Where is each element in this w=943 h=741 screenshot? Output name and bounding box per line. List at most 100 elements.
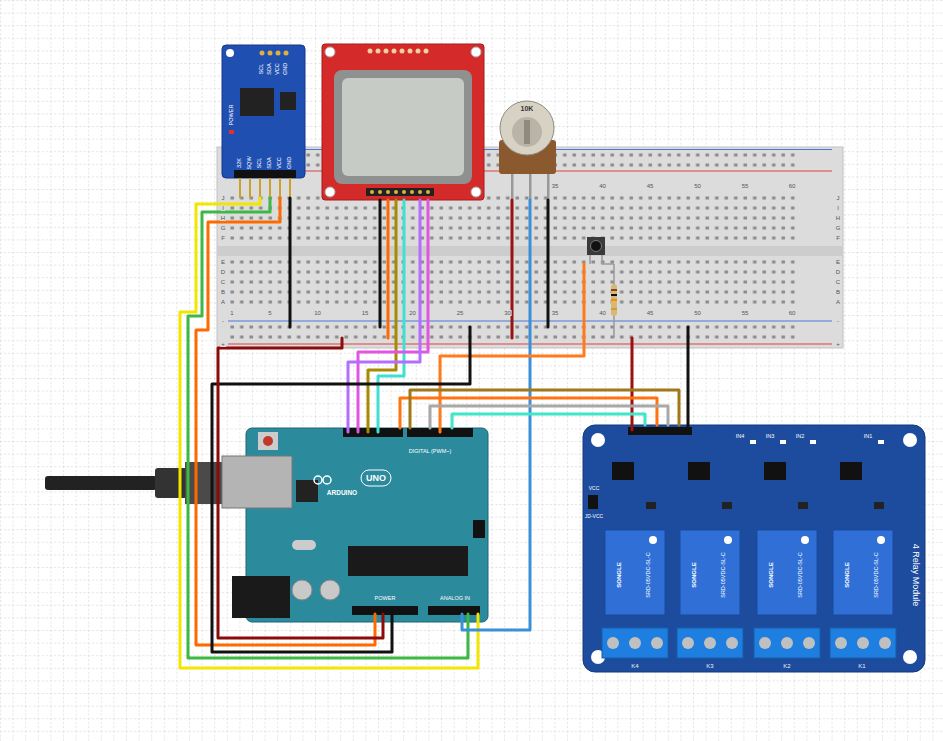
screw-terminal [726, 637, 738, 649]
row-letter: F [835, 235, 841, 241]
lcd-module [402, 190, 406, 194]
jumper-wire [430, 406, 668, 428]
relay-module-board [583, 425, 925, 672]
relay-module-board [688, 462, 710, 480]
resistor-symbol [611, 299, 617, 301]
rtc-module-board [239, 178, 241, 198]
pin-label: SDA [267, 63, 273, 74]
jumper-wire [368, 200, 396, 432]
rtc-module-board [222, 45, 305, 198]
column-number: 15 [361, 310, 370, 316]
lcd-module [378, 190, 382, 194]
screw-terminal [677, 628, 743, 658]
lcd-module [370, 190, 374, 194]
relay-body [757, 530, 817, 615]
relay-marking: SONGLE [768, 562, 774, 587]
relay-marking: SRD-05VDC-SL-C [721, 552, 727, 598]
relay-marking: SRD-05VDC-SL-C [874, 552, 880, 598]
lcd-module [366, 188, 434, 196]
arduino-uno-board [258, 432, 278, 450]
lcd-module [325, 47, 335, 57]
potentiometer-symbol [500, 101, 554, 155]
rtc-module-board [249, 178, 251, 198]
arduino-uno-board [343, 428, 403, 437]
lcd-module [471, 47, 481, 57]
jumper-wire [387, 200, 390, 338]
board-label: ARDUINO [327, 490, 357, 497]
arduino-uno-board [222, 428, 488, 622]
relay-module-board [764, 462, 786, 480]
pin-label: SCL [259, 64, 265, 75]
relay-module-board [903, 650, 917, 664]
relay-module-board [810, 440, 816, 444]
column-number: 60 [788, 183, 797, 189]
screw-terminal [629, 637, 641, 649]
lcd-module [322, 44, 484, 200]
pushbutton-symbol [591, 241, 602, 252]
screw-terminal [602, 628, 896, 658]
row-letter: A [220, 299, 226, 305]
potentiometer: 10K [497, 95, 559, 175]
jumper-wire [631, 338, 634, 430]
jumper-wire [289, 198, 292, 327]
jumper-wire [687, 327, 690, 430]
relay-module-board [840, 462, 862, 480]
board-label: ANALOG IN [440, 596, 470, 602]
rtc-module-board [284, 51, 289, 56]
arduino-uno-board [348, 546, 468, 576]
board-label: UNO [366, 474, 386, 483]
lcd-module [325, 187, 335, 197]
lcd-module [394, 190, 398, 194]
row-letter: G [220, 225, 227, 231]
row-letter: C [220, 279, 226, 285]
potentiometer-symbol [524, 120, 530, 144]
screw-terminal [857, 637, 869, 649]
potentiometer-symbol [547, 172, 550, 200]
jumper-wire [180, 198, 478, 668]
relay-module-board [874, 502, 884, 509]
relay-body [605, 530, 893, 615]
pin-label: SQW [247, 156, 253, 169]
row-letter: H [835, 215, 841, 221]
relay-module-board [722, 502, 732, 509]
column-number: 35 [551, 310, 560, 316]
arduino-uno-board [263, 436, 273, 446]
relay-module-board [591, 433, 605, 447]
relay-body [724, 536, 732, 544]
rail-sign: - [221, 318, 225, 324]
lcd-module [424, 49, 429, 54]
screw-terminal [835, 637, 847, 649]
relay-module-board [612, 462, 634, 480]
usb-cable [45, 476, 157, 490]
relay: SONGLE SRD-05VDC-SL-C [833, 530, 893, 615]
relay-marking: SONGLE [844, 562, 850, 587]
rtc-module-board [229, 130, 234, 134]
jumper-wire [511, 200, 514, 338]
rtc-module-board [226, 49, 234, 57]
relay-module-board [780, 440, 786, 444]
column-number: 50 [693, 310, 702, 316]
relay: SONGLESRD-05VDC-SL-C [605, 530, 665, 615]
pin-label: SCL [257, 158, 263, 169]
rtc-module-board [240, 88, 274, 116]
board-label: JD-VCC [585, 514, 603, 519]
column-number: 50 [693, 183, 702, 189]
lcd-module [384, 49, 389, 54]
lcd-module [376, 49, 381, 54]
row-letter: E [835, 259, 841, 265]
rtc-module-board [289, 178, 291, 198]
pin-label: GND [283, 63, 289, 75]
lcd-module [408, 49, 413, 54]
arduino-uno-board [232, 576, 290, 618]
relay-marking: SRD-05VDC-SL-C [798, 552, 804, 598]
row-letter: G [835, 225, 842, 231]
relay-marking: SONGLE [616, 562, 622, 587]
board-label: DIGITAL (PWM~) [409, 449, 452, 455]
board-label: K4 [631, 663, 638, 669]
row-letter: B [835, 289, 841, 295]
screw-terminal [781, 637, 793, 649]
board-label: VCC [589, 486, 600, 491]
column-number: 25 [456, 310, 465, 316]
